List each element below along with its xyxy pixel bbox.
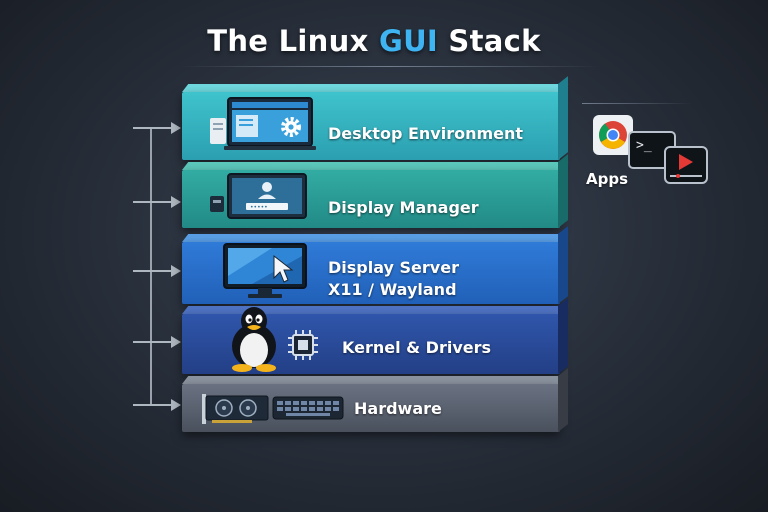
layer-hardware: Hardware (182, 368, 569, 432)
monitor-cursor-icon (223, 243, 307, 298)
title-highlight: GUI (378, 24, 439, 58)
arrow-hardware (133, 399, 181, 411)
chrome-browser-icon (593, 115, 633, 155)
terminal-prompt: >_ (636, 138, 652, 153)
title-prefix: The Linux (207, 24, 379, 58)
apps-label: Apps (586, 170, 629, 188)
arrow-display-manager (133, 196, 181, 208)
gear-icon (281, 117, 301, 137)
layer-label-kernel-drivers: Kernel & Drivers (342, 338, 492, 357)
svg-text:•••••: ••••• (250, 204, 268, 211)
title-divider (180, 66, 600, 67)
diagram-title: The Linux GUI Stack (0, 24, 748, 58)
layer-label-desktop-environment: Desktop Environment (328, 124, 524, 143)
arrow-display-server (133, 265, 181, 277)
desktop-window-icon (210, 97, 316, 150)
arrow-desktop-environment (133, 122, 181, 134)
login-screen-icon: ••••• (210, 173, 307, 219)
cpu-chip-icon (288, 330, 318, 360)
layer-label-hardware: Hardware (354, 399, 442, 418)
title-suffix: Stack (438, 24, 541, 58)
connector-line (150, 128, 152, 404)
layer-desktop-environment: Desktop Environment (182, 76, 569, 160)
tux-penguin-icon (232, 307, 276, 372)
graphics-card-icon (202, 394, 269, 424)
layer-display-server: Display Server X11 / Wayland (182, 226, 569, 304)
layer-sublabel-x11-wayland: X11 / Wayland (328, 280, 457, 299)
video-player-icon (664, 146, 708, 184)
apps-divider (582, 103, 692, 104)
keyboard-icon (272, 396, 344, 420)
layer-display-manager: ••••• Display Manager (182, 154, 569, 228)
arrow-kernel-drivers (133, 336, 181, 348)
layer-label-display-server: Display Server (328, 258, 459, 277)
layer-kernel-drivers: Kernel & Drivers (182, 298, 569, 374)
layer-label-display-manager: Display Manager (328, 198, 479, 217)
